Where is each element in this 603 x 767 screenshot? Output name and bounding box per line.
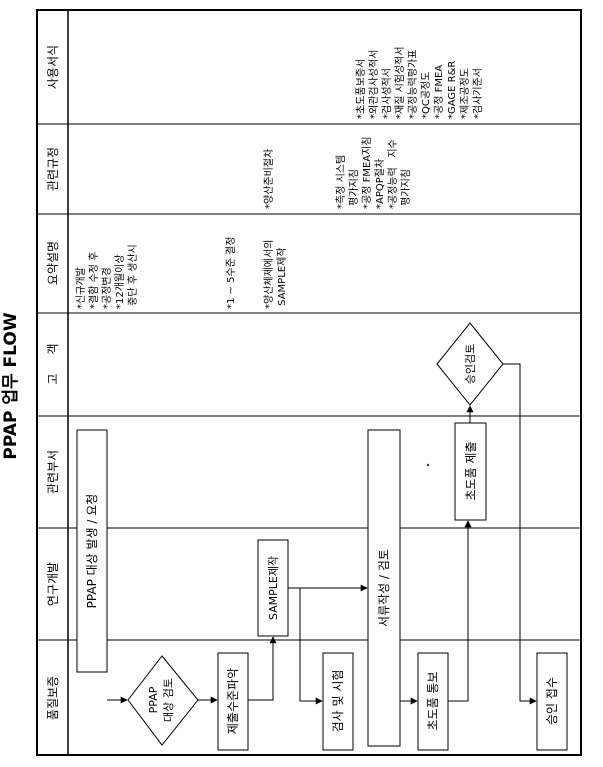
initial-notice-label: 초도품 통보: [426, 671, 440, 730]
initial-notice-box: [417, 652, 449, 751]
arrow-approval-to-receipt: [503, 363, 537, 705]
rules-line: 평가지침: [400, 169, 412, 209]
forms-line: *제조공정도: [459, 68, 471, 119]
summary-group-1: *신규개발 *결함 수정 후 *공정변경 *12개월이상 중단 후 생산시: [75, 244, 139, 309]
lane-header-summary: 요약설명: [45, 241, 60, 285]
request-label: PPAP 대상 발생 / 요청: [85, 494, 99, 609]
rules-group-1: *양산준비절차: [262, 149, 275, 209]
inspect-test-box: [322, 652, 354, 751]
rules-line: *공정 FMEA지침: [361, 136, 373, 209]
inspect-test-label: 검사 및 시험: [331, 670, 345, 733]
lane-header-customer: 고 객: [46, 343, 60, 384]
summary-line: *공정변경: [100, 267, 113, 309]
forms-line: *GAGE R&R: [447, 61, 458, 119]
lane-header-forms: 사용서식: [46, 45, 60, 89]
rules-group-2: *측정 시스템 평가지침 *공정 FMEA지침 *APQP절차 *공정능력 지수…: [335, 136, 412, 209]
submit-level-box: [217, 652, 249, 751]
doc-prep-label: 서류작성 / 검토: [377, 549, 391, 627]
summary-group-2: *1 ~ 5수준 결정: [225, 237, 237, 309]
forms-line: *검사성적서: [381, 68, 393, 119]
doc-prep-box: [367, 429, 401, 747]
summary-group-3: *양산체제에서의 SAMPLE제작: [263, 240, 288, 309]
ppap-review-label-1: PPAP: [147, 686, 160, 713]
rules-line: 평가지침: [348, 169, 360, 209]
rules-line: *양산준비절차: [262, 149, 275, 209]
sample-make-box: [257, 539, 289, 637]
summary-line: *신규개발: [75, 267, 87, 309]
stray-dot: [426, 463, 430, 467]
outer-frame: [36, 9, 582, 756]
lane-header-rnd: 연구개발: [46, 562, 60, 606]
sample-make-label: SAMPLE제작: [267, 556, 280, 620]
forms-line: *공정 FMEA: [433, 65, 445, 119]
forms-line: *QC공정도: [420, 72, 432, 119]
request-box: [76, 429, 108, 673]
summary-line: *결함 수정 후: [88, 252, 100, 309]
ppap-review-label-2: 대상 검토: [162, 678, 175, 722]
approval-review-diamond: [436, 322, 504, 406]
lane-header-quality: 품질보증: [46, 676, 60, 720]
rules-line: *APQP절차: [373, 159, 386, 209]
forms-line: *검사기준서: [472, 68, 484, 119]
approval-receipt-box: [536, 652, 568, 751]
summary-line: *1 ~ 5수준 결정: [225, 237, 237, 309]
forms-line: *외관검사성적서: [368, 50, 380, 119]
arrow-notice-to-submit: [448, 520, 472, 702]
submit-level-label: 제출수준파악: [226, 668, 240, 734]
approval-receipt-label: 승인 접수: [545, 677, 559, 725]
approval-review-label: 승인검토: [464, 344, 477, 384]
lane-header-rules: 관련규정: [46, 147, 60, 191]
arrow-sample-to-inspect: [299, 588, 323, 705]
summary-line: SAMPLE제작: [276, 247, 288, 309]
summary-line: *양산체제에서의: [263, 240, 275, 309]
ppap-review-diamond: [127, 655, 199, 746]
initial-submit-label: 초도품 제출: [464, 441, 478, 500]
rules-line: *공정능력 지수: [387, 139, 399, 209]
forms-list: *초도품보증서 *외관검사성적서 *검사성적서 *재질 시험성적서 *공정능력평…: [355, 46, 484, 119]
forms-line: *공정능력평가표: [407, 50, 419, 119]
summary-line: 중단 후 생산시: [127, 244, 139, 309]
rules-line: *측정 시스템: [335, 155, 347, 209]
forms-line: *재질 시험성적서: [394, 46, 406, 119]
lane-header-related-dept: 관련부서: [46, 450, 60, 494]
summary-line: *12개월이상: [114, 254, 126, 309]
page-title: PPAP 업무 FLOW: [1, 312, 21, 459]
arrow-submit-level-to-sample: [248, 636, 277, 701]
forms-line: *초도품보증서: [355, 59, 367, 119]
